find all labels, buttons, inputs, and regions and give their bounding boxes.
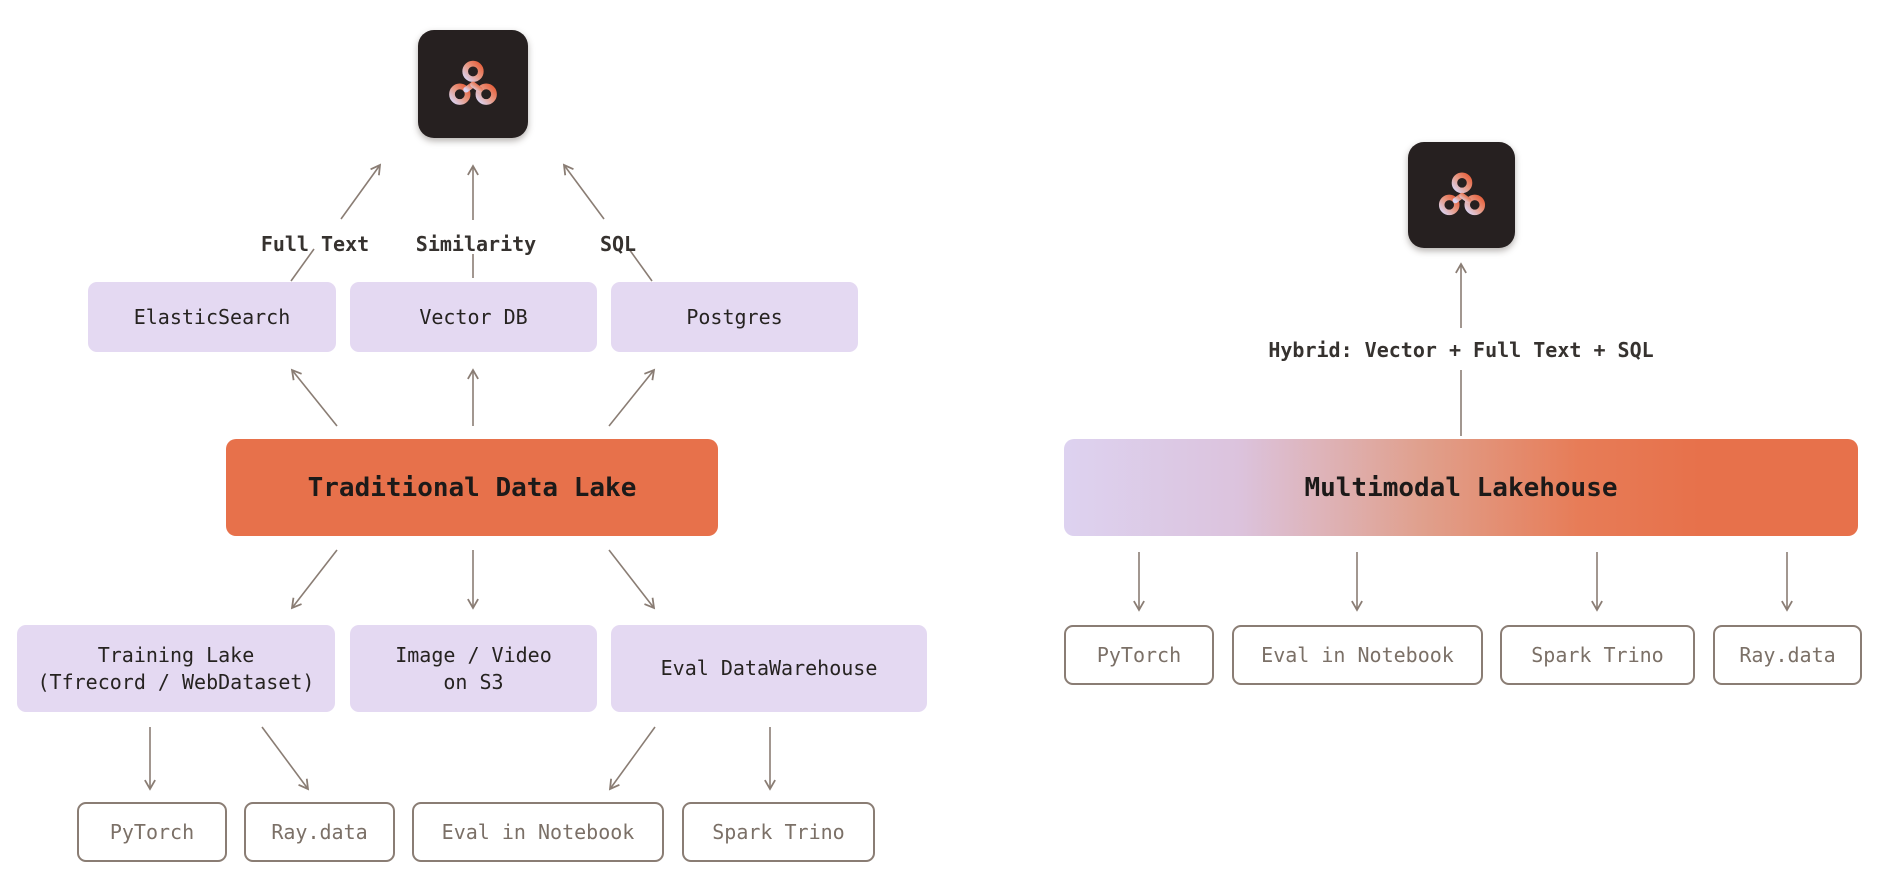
node-ray-data-left: Ray.data	[244, 802, 395, 862]
label-full-text: Full Text	[260, 232, 370, 256]
node-label: ElasticSearch	[133, 304, 291, 329]
node-label: PyTorch	[1096, 643, 1182, 667]
arrows-stores-to-consumers	[144, 726, 776, 791]
node-ray-data-right: Ray.data	[1713, 625, 1862, 685]
node-pytorch-right: PyTorch	[1064, 625, 1214, 685]
node-pytorch-left: PyTorch	[77, 802, 227, 862]
node-label: PyTorch	[109, 820, 195, 844]
node-image-video-s3: Image / Video on S3	[350, 625, 597, 712]
arrows-lake-to-stores	[290, 549, 656, 610]
node-label: Postgres	[686, 304, 783, 329]
label-sql: SQL	[599, 232, 637, 256]
node-label: Ray.data	[271, 820, 368, 844]
node-label: Spark Trino	[1531, 643, 1664, 667]
node-label: Eval in Notebook	[441, 820, 635, 844]
node-label-line1: Image / Video	[395, 642, 552, 667]
node-label-line2: (Tfrecord / WebDataset)	[37, 669, 315, 694]
node-eval-datawarehouse: Eval DataWarehouse	[611, 625, 927, 712]
node-label: Spark Trino	[712, 820, 845, 844]
node-label-line1: Training Lake	[97, 642, 255, 667]
label-hybrid-query: Hybrid: Vector + Full Text + SQL	[1268, 338, 1654, 362]
node-spark-trino-right: Spark Trino	[1500, 625, 1695, 685]
diagram-title: Traditional Data Lake	[307, 472, 637, 503]
lancedb-logo-icon	[449, 60, 497, 105]
node-traditional-data-lake: Traditional Data Lake	[226, 439, 718, 536]
arrows-engines-to-logo	[290, 163, 653, 282]
lancedb-logo-tile-right	[1408, 142, 1515, 248]
node-spark-trino-left: Spark Trino	[682, 802, 875, 862]
node-training-lake: Training Lake (Tfrecord / WebDataset)	[17, 625, 335, 712]
lancedb-logo-tile-left	[418, 30, 528, 138]
node-label: Vector DB	[419, 304, 528, 329]
node-multimodal-lakehouse: Multimodal Lakehouse	[1064, 439, 1858, 536]
node-label-line2: on S3	[443, 669, 504, 694]
node-eval-in-notebook-left: Eval in Notebook	[412, 802, 664, 862]
label-similarity: Similarity	[415, 232, 537, 256]
arrows-lake-to-engines	[290, 368, 656, 427]
node-label: Eval DataWarehouse	[660, 656, 878, 680]
node-label: Ray.data	[1739, 643, 1836, 667]
diagram-title: Multimodal Lakehouse	[1304, 472, 1618, 503]
node-label: Eval in Notebook	[1261, 643, 1454, 667]
node-postgres: Postgres	[611, 282, 858, 352]
node-elasticsearch: ElasticSearch	[88, 282, 336, 352]
arrows-lakehouse	[1133, 262, 1793, 612]
node-vector-db: Vector DB	[350, 282, 597, 352]
node-eval-in-notebook-right: Eval in Notebook	[1232, 625, 1483, 685]
lancedb-logo-icon	[1438, 172, 1485, 216]
